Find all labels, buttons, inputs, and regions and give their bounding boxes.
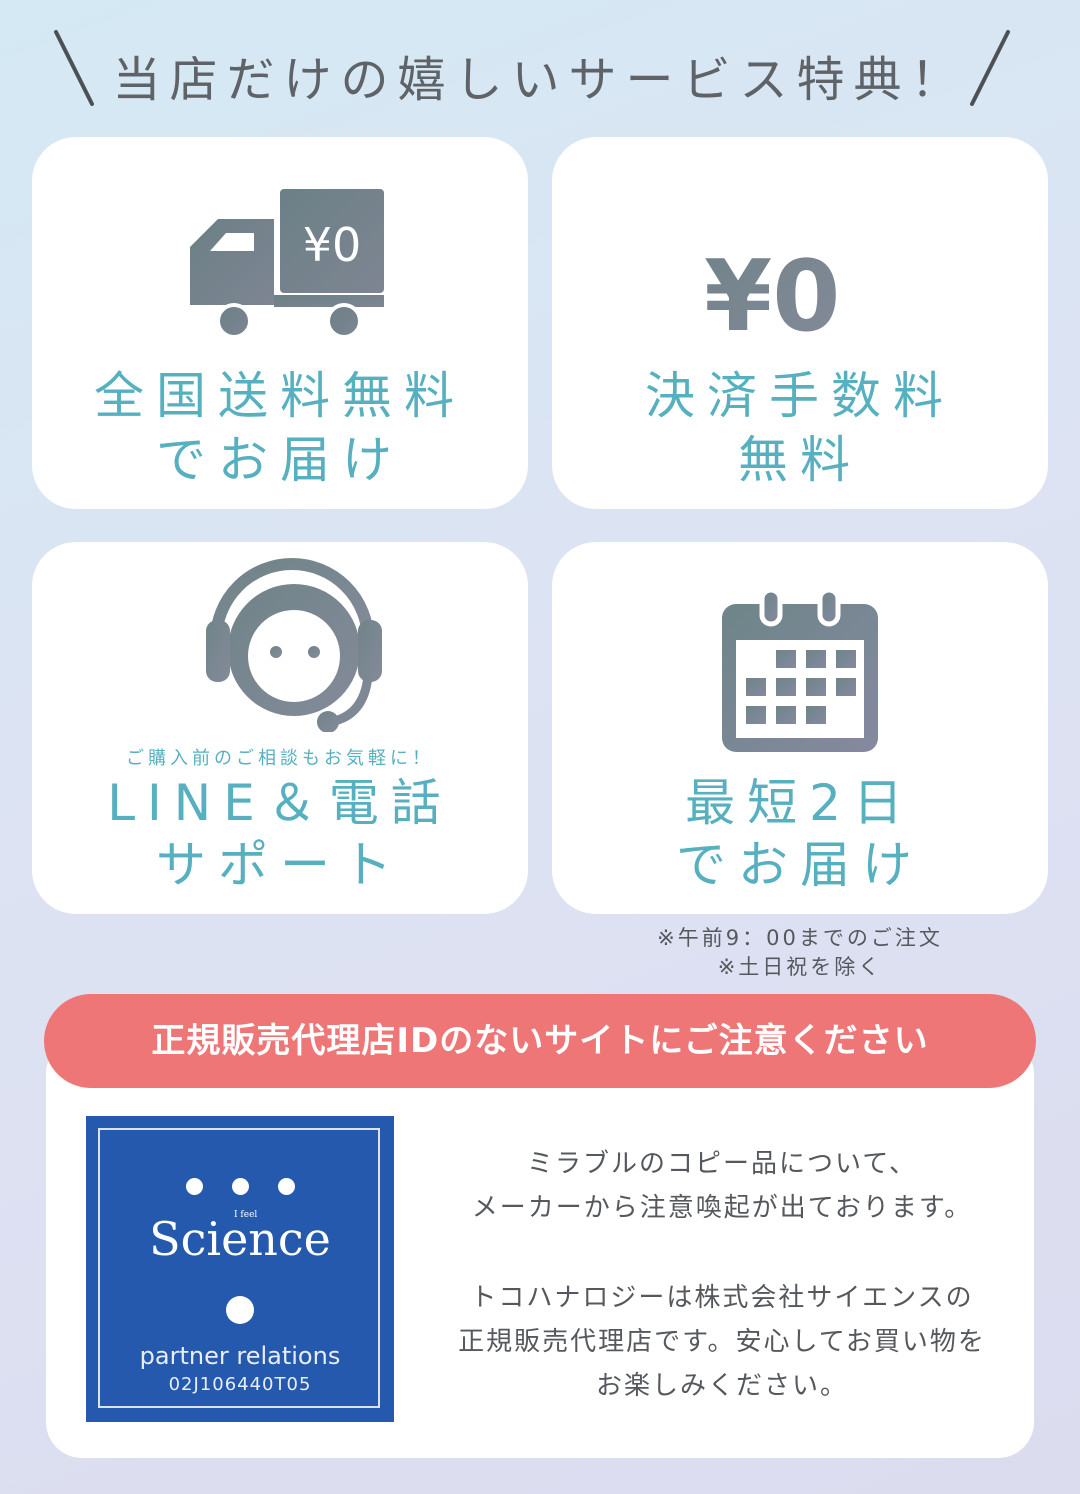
badge-dot (278, 1178, 295, 1195)
support-subtitle: サポート (156, 836, 404, 894)
fast-delivery-subtitle: でお届け (676, 836, 924, 894)
badge-brand-name: Science (149, 1212, 331, 1266)
badge-small-text: I feel (234, 1210, 258, 1220)
authorized-dealer-line: 正規販売代理店です。安心してお買い物を (458, 1327, 986, 1357)
free-shipping-subtitle: でお届け (156, 431, 404, 489)
yen-zero-text: ¥0 (704, 240, 840, 345)
backslash-decoration (54, 30, 94, 106)
support-card: ご購入前のご相談もお気軽に！ LINE＆電話 サポート (32, 542, 528, 914)
promo-heading-text: 当店だけの嬉しいサービス特典！ (112, 52, 968, 108)
payment-fee-card: ¥0 決済手数料 無料 (552, 137, 1048, 509)
badge-partner-id: 02J106440T05 (168, 1374, 312, 1395)
authorized-dealer-line: お楽しみください。 (595, 1371, 848, 1401)
copy-warning-line: ミラブルのコピー品について、 (527, 1149, 917, 1179)
badge-center-dot (226, 1296, 254, 1324)
order-cutoff-note: ※午前9：00までのご注文 (657, 926, 943, 950)
free-shipping-card: ¥0 全国送料無料 でお届け (32, 137, 528, 509)
free-shipping-title: 全国送料無料 (94, 367, 466, 425)
badge-dot (186, 1178, 203, 1195)
copy-warning-line: メーカーから注意喚起が出ております。 (471, 1193, 973, 1223)
warning-banner: 正規販売代理店IDのないサイトにご注意ください (44, 994, 1036, 1088)
truck-yen-label: ¥0 (303, 218, 362, 272)
payment-fee-title: 決済手数料 (645, 367, 955, 425)
fast-delivery-title: 最短2日 (685, 774, 915, 832)
yen-zero-icon: ¥0 (704, 240, 840, 345)
calendar-icon (722, 590, 878, 752)
holiday-exclusion-note: ※土日祝を除く (717, 955, 883, 979)
authorized-dealer-line: トコハナロジーは株式会社サイエンスの (470, 1283, 974, 1313)
support-subtext: ご購入前のご相談もお気軽に！ (126, 748, 434, 769)
badge-border (98, 1128, 380, 1408)
slash-decoration (970, 30, 1010, 106)
badge-partner-text: partner relations (139, 1342, 341, 1370)
partner-badge: I feel Science partner relations 02J1064… (86, 1116, 394, 1422)
delivery-truck-icon: ¥0 (190, 189, 384, 337)
payment-fee-subtitle: 無料 (738, 431, 862, 489)
support-title: LINE＆電話 (107, 774, 453, 832)
fast-delivery-card: 最短2日 でお届け (552, 542, 1048, 914)
badge-dot (232, 1178, 249, 1195)
headset-support-icon (206, 558, 382, 732)
promo-heading: 当店だけの嬉しいサービス特典！ (0, 18, 1080, 108)
